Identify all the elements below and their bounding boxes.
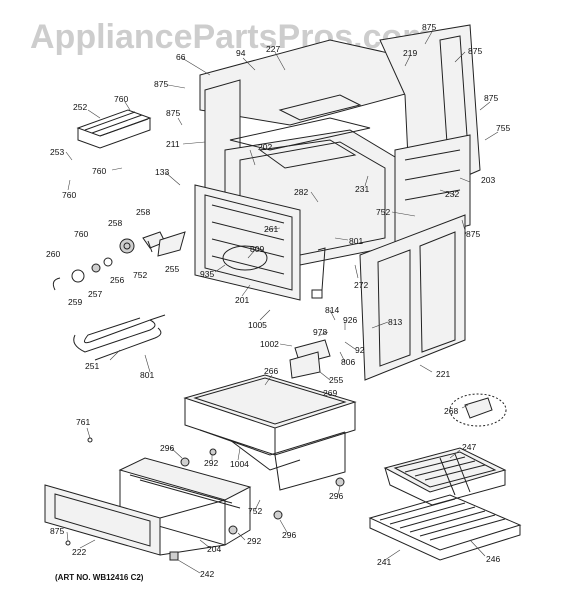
oven-rack (368, 494, 522, 561)
callout-label: 813 (388, 317, 402, 327)
callout-label: 752 (248, 506, 262, 516)
callout-label: 246 (486, 554, 500, 564)
broil-element-lower (73, 314, 166, 361)
callout-label: 242 (200, 569, 214, 579)
callout-label: 801 (140, 370, 154, 380)
callout-label: 260 (46, 249, 60, 259)
callout-label: 760 (114, 94, 128, 104)
callout-label: 258 (136, 207, 150, 217)
callout-label: 272 (354, 280, 368, 290)
callout-label: 92 (355, 345, 365, 355)
callout-label: 202 (258, 142, 272, 152)
drawer-support-frame (183, 374, 357, 491)
callout-label: 806 (341, 357, 355, 367)
callout-label: 760 (92, 166, 106, 176)
callout-label: 809 (250, 244, 264, 254)
callout-label: 292 (204, 458, 218, 468)
callout-label: 1004 (230, 459, 249, 469)
callout-label: 241 (377, 557, 391, 567)
callout-labels: 875 219 875 875 755 94 66 227 875 875 21… (46, 22, 510, 579)
callout-label: 251 (85, 361, 99, 371)
callout-label: 211 (166, 139, 180, 149)
callout-label: 755 (496, 123, 510, 133)
callout-label: 255 (329, 375, 343, 385)
callout-label: 875 (466, 229, 480, 239)
callout-label: 268 (444, 406, 458, 416)
callout-label: 266 (264, 366, 278, 376)
callout-label: 133 (155, 167, 169, 177)
callout-label: 201 (235, 295, 249, 305)
oven-body (194, 24, 481, 301)
callout-label: 257 (88, 289, 102, 299)
callout-label: 261 (264, 224, 278, 234)
callout-label: 258 (108, 218, 122, 228)
callout-label: 252 (73, 102, 87, 112)
callout-label: 253 (50, 147, 64, 157)
callout-label: 875 (166, 108, 180, 118)
leader-lines (65, 29, 499, 574)
callout-label: 761 (76, 417, 90, 427)
callout-label: 256 (110, 275, 124, 285)
callout-label: 978 (313, 327, 327, 337)
callout-label: 227 (266, 44, 280, 54)
callout-label: 760 (74, 229, 88, 239)
callout-label: 752 (376, 207, 390, 217)
callout-label: 269 (323, 388, 337, 398)
callout-label: 219 (403, 48, 417, 58)
callout-label: 232 (445, 189, 459, 199)
callout-label: 1002 (260, 339, 279, 349)
callout-label: 814 (325, 305, 339, 315)
bracket-268 (449, 393, 507, 427)
callout-label: 875 (484, 93, 498, 103)
callout-label: 204 (207, 544, 221, 554)
callout-label: 296 (160, 443, 174, 453)
art-number-caption: (ART NO. WB12416 C2) (55, 573, 144, 582)
callout-label: 875 (468, 46, 482, 56)
callout-label: 760 (62, 190, 76, 200)
callout-label: 875 (154, 79, 168, 89)
callout-label: 801 (349, 236, 363, 246)
callout-label: 296 (329, 491, 343, 501)
callout-label: 752 (133, 270, 147, 280)
switch-parts (52, 231, 186, 291)
storage-drawer (44, 457, 252, 556)
callout-label: 926 (343, 315, 357, 325)
outer-door-panel (359, 214, 466, 381)
callout-label: 296 (282, 530, 296, 540)
bake-element-upper (76, 109, 152, 149)
callout-label: 282 (294, 187, 308, 197)
callout-label: 94 (236, 48, 246, 58)
screws-and-feet (65, 437, 345, 561)
callout-label: 247 (462, 442, 476, 452)
callout-label: 875 (422, 22, 436, 32)
callout-label: 221 (436, 369, 450, 379)
callout-label: 255 (165, 264, 179, 274)
callout-label: 259 (68, 297, 82, 307)
callout-label: 1005 (248, 320, 267, 330)
callout-label: 66 (176, 52, 186, 62)
door-latch-parts (289, 247, 331, 379)
callout-label: 231 (355, 184, 369, 194)
callout-label: 935 (200, 269, 214, 279)
callout-label: 875 (50, 526, 64, 536)
callout-label: 292 (247, 536, 261, 546)
callout-label: 203 (481, 175, 495, 185)
callout-label: 222 (72, 547, 86, 557)
